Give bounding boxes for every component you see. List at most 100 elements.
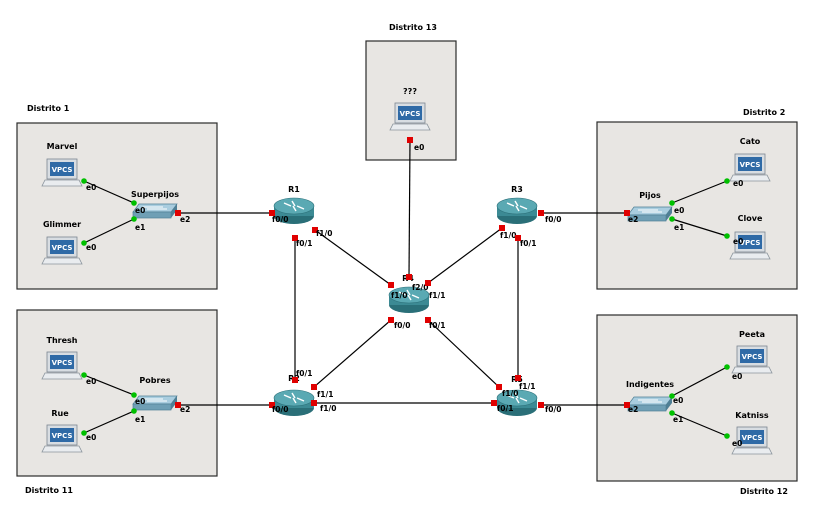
port-status-dot: [81, 178, 87, 184]
link-peeta-sw12[interactable]: [671, 366, 728, 397]
host-katniss[interactable]: VPCS Katniss: [731, 411, 773, 455]
switch-sw12[interactable]: Indigentes: [626, 380, 674, 412]
port-status-dot: [312, 227, 318, 233]
port-status-dot: [131, 408, 137, 414]
link-marvel-sw1[interactable]: [83, 180, 135, 204]
vpcs-icon: VPCS: [41, 236, 83, 265]
area-box-d2[interactable]: [596, 121, 798, 290]
port-label: f2/0: [412, 283, 428, 292]
port-status-dot: [515, 375, 521, 381]
switch-icon: [132, 203, 178, 219]
node-label: Katniss: [735, 411, 769, 420]
vpcs-badge: VPCS: [52, 432, 73, 440]
port-label: e0: [86, 183, 96, 192]
port-label: f0/1: [497, 404, 513, 413]
link-katniss-sw12[interactable]: [671, 412, 728, 437]
port-label: e0: [135, 397, 145, 406]
port-status-dot: [669, 410, 675, 416]
area-title-d2: Distrito 2: [743, 108, 785, 117]
link-clove-sw2[interactable]: [671, 218, 728, 237]
router-r2[interactable]: R2: [273, 374, 315, 416]
port-label: e2: [180, 215, 190, 224]
port-label: e0: [135, 206, 145, 215]
port-label: e1: [135, 415, 145, 424]
link-cato-sw2[interactable]: [671, 180, 728, 204]
switch-sw1[interactable]: Superpijos: [131, 190, 179, 219]
node-label: Clove: [738, 214, 763, 223]
link-glimmer-sw1[interactable]: [83, 218, 135, 244]
host-marvel[interactable]: VPCS Marvel: [41, 142, 83, 187]
port-label: e2: [628, 405, 638, 414]
link-r4-r5[interactable]: [427, 319, 500, 388]
port-label: f1/1: [317, 390, 333, 399]
port-status-dot: [292, 377, 298, 383]
area-box-d12[interactable]: [596, 314, 798, 482]
port-label: f1/1: [429, 291, 445, 300]
port-status-dot: [388, 317, 394, 323]
port-status-dot: [491, 400, 497, 406]
node-label: Pijos: [639, 191, 661, 200]
vpcs-badge: VPCS: [742, 434, 763, 442]
port-status-dot: [724, 233, 730, 239]
port-label: e0: [733, 237, 743, 246]
port-label: f1/1: [519, 382, 535, 391]
port-label: f1/0: [500, 231, 516, 240]
port-label: f1/0: [391, 291, 407, 300]
router-icon: [273, 389, 315, 416]
vpcs-icon: VPCS: [729, 153, 771, 182]
link-thresh-sw11[interactable]: [83, 374, 135, 396]
port-status-dot: [425, 280, 431, 286]
port-status-dot: [538, 210, 544, 216]
vpcs-badge: VPCS: [740, 239, 761, 247]
port-status-dot: [669, 216, 675, 222]
node-label: Indigentes: [626, 380, 674, 389]
host-thresh[interactable]: VPCS Thresh: [41, 336, 83, 380]
router-icon: [496, 197, 538, 224]
port-status-dot: [669, 200, 675, 206]
router-r1[interactable]: R1: [273, 185, 315, 224]
host-unknown[interactable]: VPCS???: [389, 87, 431, 131]
port-status-dot: [538, 402, 544, 408]
port-status-dot: [724, 364, 730, 370]
port-status-dot: [131, 392, 137, 398]
router-icon: [496, 389, 538, 416]
vpcs-badge: VPCS: [52, 359, 73, 367]
port-label: f0/1: [296, 239, 312, 248]
router-r3[interactable]: R3: [496, 185, 538, 224]
node-label: Marvel: [47, 142, 78, 151]
vpcs-icon: VPCS: [729, 231, 771, 260]
router-r4[interactable]: R4: [388, 274, 430, 313]
port-status-dot: [311, 384, 317, 390]
port-status-dot: [724, 433, 730, 439]
port-status-dot: [515, 235, 521, 241]
host-clove[interactable]: VPCS Clove: [729, 214, 771, 260]
area-title-d11: Distrito 11: [25, 486, 73, 495]
port-label: f1/0: [502, 389, 518, 398]
node-label: R1: [288, 185, 300, 194]
switch-icon: [132, 395, 178, 411]
area-title-d13: Distrito 13: [389, 23, 437, 32]
node-label: R3: [511, 185, 523, 194]
node-label: Thresh: [47, 336, 78, 345]
area-box-d13[interactable]: [365, 40, 457, 161]
port-label: f0/0: [545, 215, 561, 224]
link-unknown-r4[interactable]: [408, 139, 411, 278]
vpcs-badge: VPCS: [52, 166, 73, 174]
link-r3-r4[interactable]: [427, 227, 503, 284]
link-r4-r2[interactable]: [313, 319, 392, 388]
switch-sw2[interactable]: Pijos: [627, 191, 673, 222]
port-label: e0: [732, 439, 742, 448]
port-label: f0/1: [429, 321, 445, 330]
router-icon: [388, 286, 430, 313]
switch-sw11[interactable]: Pobres: [132, 376, 178, 411]
link-r1-r4[interactable]: [314, 229, 392, 286]
port-label: e2: [628, 215, 638, 224]
link-rue-sw11[interactable]: [83, 410, 135, 434]
port-label: f1/0: [320, 404, 336, 413]
port-status-dot: [425, 317, 431, 323]
